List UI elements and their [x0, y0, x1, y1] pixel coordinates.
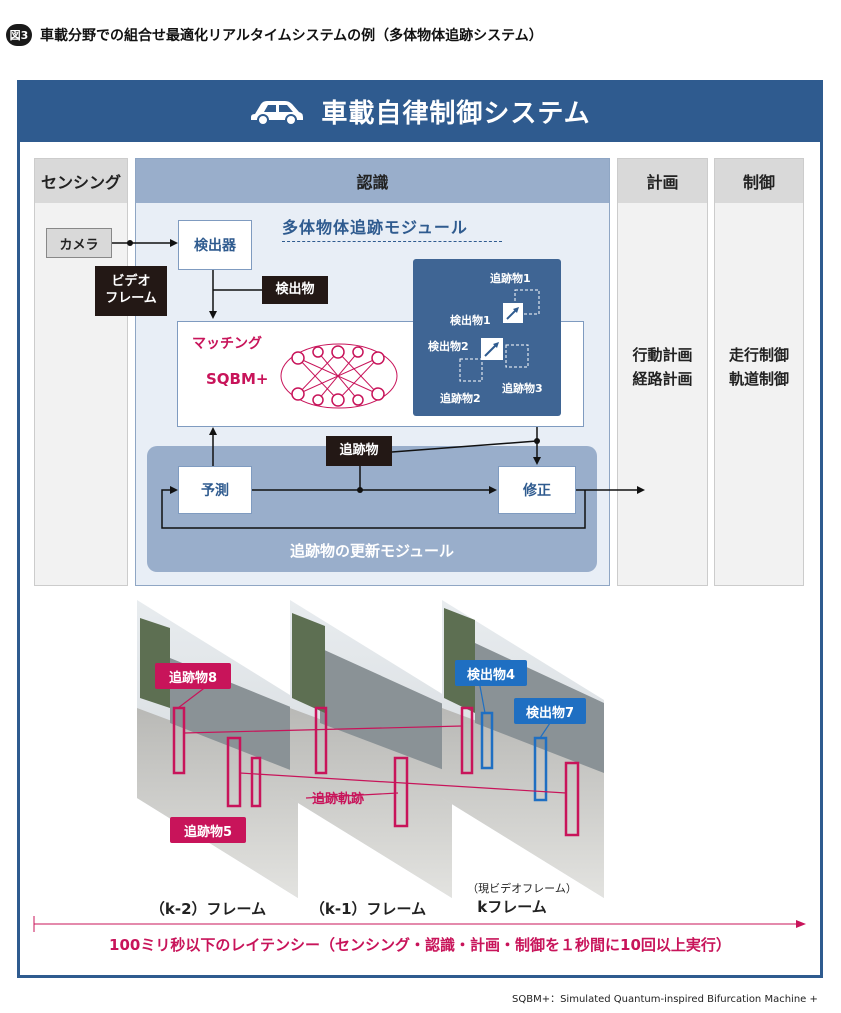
figure-badge: 図3	[6, 24, 32, 46]
column-control: 制御	[714, 158, 804, 586]
column-recognition-header: 認識	[136, 159, 609, 203]
column-planning: 計画	[617, 158, 708, 586]
caption-k: kフレーム	[477, 898, 547, 916]
video-frame-label: ビデオ フレーム	[95, 266, 167, 316]
detections-label: 検出物	[262, 276, 328, 304]
figure-title-row: 図3 車載分野での組合せ最適化リアルタイムシステムの例（多体物体追跡システム）	[6, 24, 543, 46]
caption-k1: （k-1）フレーム	[309, 900, 427, 918]
detector-box: 検出器	[178, 220, 252, 270]
frame-k-image	[442, 600, 604, 898]
column-control-header: 制御	[715, 159, 803, 203]
control-line2: 軌道制御	[728, 370, 789, 388]
tag-det7: 検出物7	[514, 698, 586, 724]
tag-det4: 検出物4	[455, 660, 527, 686]
matching-label: マッチング	[192, 336, 262, 352]
trajectory-label: 追跡軌跡	[312, 792, 365, 807]
flow-arrows	[112, 239, 645, 529]
car-icon	[251, 101, 304, 126]
correct-box: 修正	[498, 466, 576, 514]
column-planning-header: 計画	[618, 159, 707, 203]
inset-graphic	[459, 289, 540, 382]
predict-box: 予測	[178, 466, 252, 514]
tracks-label: 追跡物	[326, 436, 392, 466]
latency-arrow	[33, 916, 806, 932]
caption-k-sub: （現ビデオフレーム）	[467, 882, 577, 895]
tag-track5: 追跡物5	[170, 817, 246, 843]
frame-k2-image	[137, 600, 298, 898]
system-title: 車載自律制御システム	[321, 98, 591, 129]
planning-line2: 経路計画	[632, 370, 693, 388]
planning-line1: 行動計画	[632, 346, 693, 364]
frame-k1-image	[290, 600, 452, 898]
tracking-module-title: 多体物体追跡モジュール	[282, 218, 468, 237]
inset-track1-label: 追跡物1	[490, 272, 531, 285]
figure-title: 車載分野での組合せ最適化リアルタイムシステムの例（多体物体追跡システム）	[40, 28, 543, 44]
sqbm-label: SQBM+	[206, 370, 269, 388]
control-line1: 走行制御	[728, 346, 789, 364]
inset-track3-label: 追跡物3	[502, 382, 543, 395]
footnote: SQBM+：Simulated Quantum-inspired Bifurca…	[512, 994, 818, 1005]
caption-k2: （k-2）フレーム	[149, 900, 267, 918]
system-header: 車載自律制御システム	[17, 80, 823, 142]
column-sensing-header: センシング	[35, 159, 127, 203]
sqbm-network-icon	[280, 343, 398, 409]
module-title-underline	[282, 241, 502, 242]
tag-track8: 追跡物8	[155, 663, 231, 689]
inset-det1-label: 検出物1	[450, 314, 491, 327]
inset-det2-label: 検出物2	[428, 340, 469, 353]
update-module-label: 追跡物の更新モジュール	[290, 542, 454, 560]
latency-text: 100ミリ秒以下のレイテンシー（センシング・認識・計画・制御を１秒間に10回以上…	[109, 936, 731, 954]
inset-track2-label: 追跡物2	[440, 392, 481, 405]
tracking-inset	[413, 259, 561, 416]
planning-text: 行動計画 経路計画	[617, 343, 708, 391]
video-frames-illustration	[137, 600, 604, 898]
control-text: 走行制御 軌道制御	[714, 343, 804, 391]
camera-box: カメラ	[46, 228, 112, 258]
